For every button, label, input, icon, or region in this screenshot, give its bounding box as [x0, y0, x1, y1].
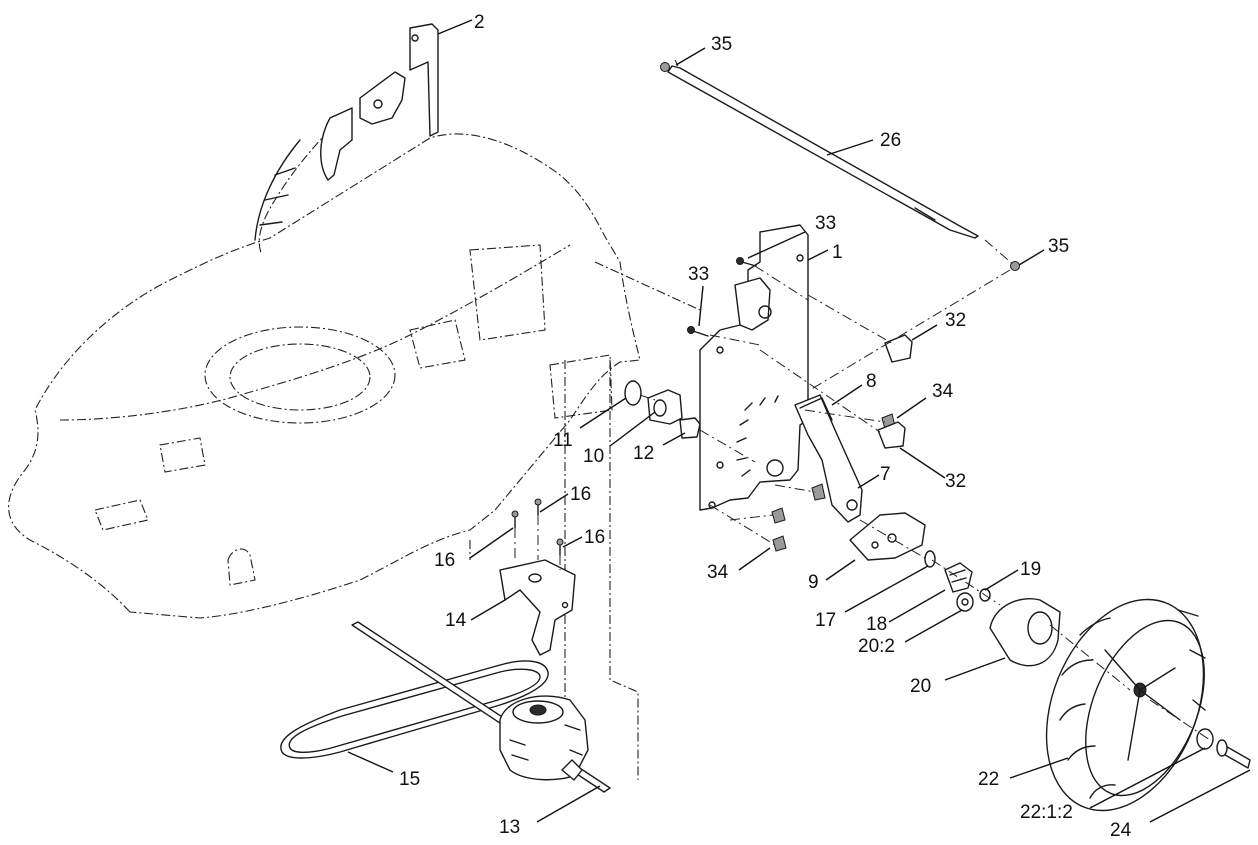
callout-11: 11: [553, 430, 573, 451]
callout-20-2: 20:2: [858, 636, 895, 657]
height-lever: [794, 394, 863, 523]
callout-26: 26: [880, 130, 901, 151]
callout-labels: 2 1 33 33 35 26 35 32 34 32 8 7 11 10 12…: [399, 12, 1132, 841]
front-wheel: [1045, 598, 1206, 812]
transmission: [351, 621, 611, 793]
callout-22-1-2: 22:1:2: [1020, 802, 1073, 823]
callout-16-top: 16: [570, 484, 591, 505]
callout-33-lower: 33: [688, 264, 709, 285]
drive-belt: [280, 660, 549, 759]
callout-8: 8: [866, 371, 877, 392]
callout-32-lower: 32: [945, 471, 966, 492]
drive-gear: [989, 598, 1061, 667]
left-height-bracket: [320, 23, 439, 181]
wheel-axle-bushing: [624, 380, 701, 439]
callout-1: 1: [832, 242, 843, 263]
callout-9: 9: [808, 572, 819, 593]
callout-32-upper: 32: [945, 310, 966, 331]
callout-15: 15: [399, 769, 420, 790]
callout-13: 13: [499, 817, 520, 838]
callout-7: 7: [880, 464, 891, 485]
callout-34-right: 34: [932, 381, 954, 402]
callout-16-right: 16: [584, 527, 605, 548]
callout-18: 18: [866, 614, 887, 635]
pivot-plate: [849, 512, 926, 561]
callout-12: 12: [633, 443, 654, 464]
callout-10: 10: [583, 446, 604, 467]
transmission-bracket: [499, 498, 576, 656]
side-plate: [699, 224, 809, 511]
callout-2: 2: [474, 12, 485, 33]
leader-lines: [347, 19, 1251, 823]
callout-35-right: 35: [1048, 236, 1069, 257]
axle-hardware: [924, 550, 991, 612]
callout-34-left: 34: [707, 562, 729, 583]
alignment-lines: [639, 59, 1211, 741]
callout-24: 24: [1110, 820, 1132, 841]
callout-33-upper: 33: [815, 213, 836, 234]
adjuster-rod: [660, 62, 1020, 271]
caps: [877, 334, 913, 449]
callout-35-left: 35: [711, 34, 732, 55]
callout-16-left: 16: [434, 550, 455, 571]
mower-deck-outline: [8, 129, 701, 780]
callout-14: 14: [445, 610, 467, 631]
callout-22: 22: [978, 769, 999, 790]
callout-19: 19: [1020, 559, 1041, 580]
callout-20: 20: [910, 676, 931, 697]
callout-17: 17: [815, 610, 836, 631]
